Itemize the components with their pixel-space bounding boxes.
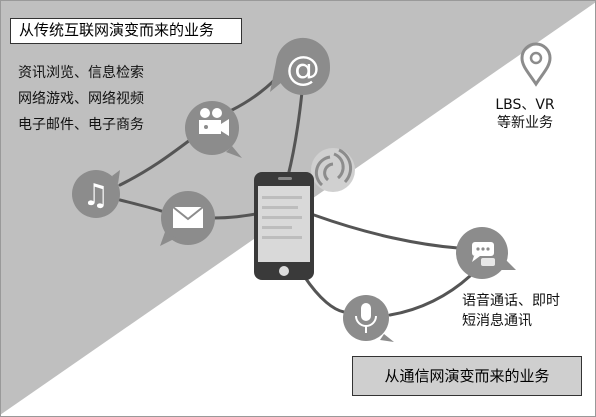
nfc-signal-icon: [311, 148, 355, 192]
internet-services-list: 资讯浏览、信息检索 网络游戏、网络视频 电子邮件、电子商务: [18, 60, 144, 138]
line-phone-to-mic: [302, 274, 346, 314]
telecom-services-title: 从通信网演变而来的业务: [352, 356, 582, 396]
voice-line1: 语音通话、即时: [462, 293, 560, 309]
location-pin-icon: [520, 42, 552, 87]
lbs-vr-line2: 等新业务: [497, 115, 553, 131]
lbs-vr-label: LBS、VR 等新业务: [470, 96, 580, 132]
internet-services-title: 从传统互联网演变而来的业务: [10, 18, 242, 44]
microphone-icon: [343, 295, 394, 342]
line-mic-to-chat: [388, 274, 472, 317]
line-music-to-camera: [118, 138, 192, 187]
smartphone-icon: [254, 172, 314, 280]
lbs-vr-line1: LBS、VR: [495, 97, 555, 113]
service-item: 网络游戏、网络视频: [18, 91, 144, 107]
envelope-icon: [160, 191, 215, 246]
svg-text:@: @: [286, 49, 320, 89]
voice-messaging-label: 语音通话、即时 短消息通讯: [462, 291, 560, 331]
service-item: 电子邮件、电子商务: [18, 117, 144, 133]
svg-text:♫: ♫: [83, 178, 110, 213]
music-note-icon: ♫: [72, 170, 120, 218]
chat-bubble-icon: [456, 227, 516, 279]
at-sign-icon: @: [270, 37, 330, 95]
line-mail-to-phone: [210, 212, 258, 220]
video-camera-icon: [185, 101, 242, 158]
voice-line2: 短消息通讯: [462, 313, 532, 329]
service-item: 资讯浏览、信息检索: [18, 65, 144, 81]
line-at-to-phone: [286, 90, 304, 178]
line-phone-to-chat: [312, 213, 460, 250]
